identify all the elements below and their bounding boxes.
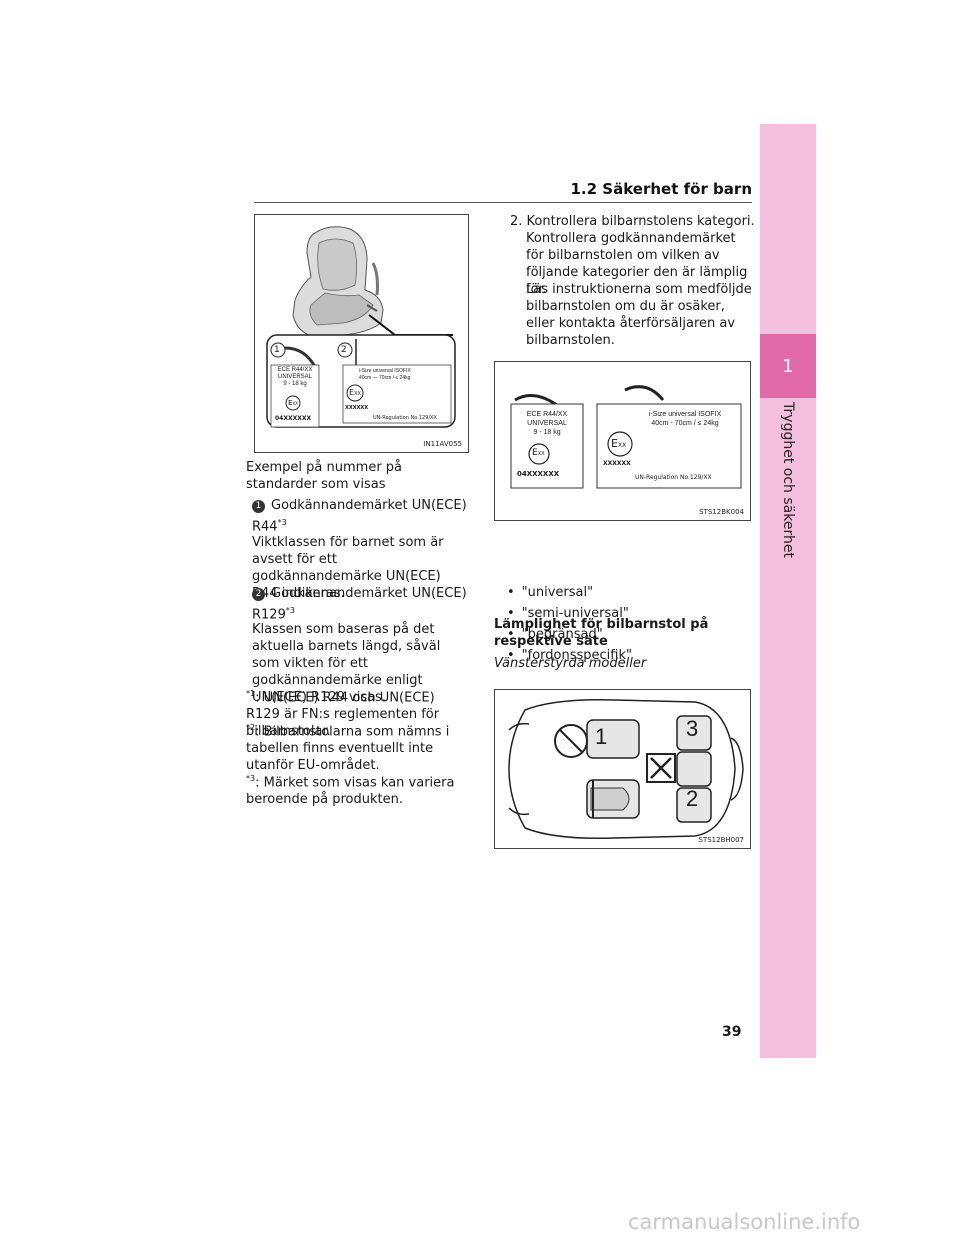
fig2-right-regulation: UN-Regulation No.129/XX	[635, 474, 712, 481]
label2-number: 2	[341, 345, 347, 355]
figure1-code: IN11AV055	[423, 440, 462, 448]
label1-line2: UNIVERSAL	[277, 374, 312, 380]
category-item: "begränsad"	[507, 624, 632, 645]
label1-text: ECE R44/XX UNIVERSAL 9 - 18 kg	[269, 367, 321, 388]
figure2-code: STS12BK004	[699, 508, 744, 516]
section-title: 1.2 Säkerhet för barn	[570, 180, 753, 198]
footnote-1: *1: UN(ECE) R44 och UN(ECE) R129 är FN:s…	[246, 689, 440, 740]
step-2-heading: 2. Kontrollera bilbarnstolens kategori.	[510, 214, 755, 229]
category-list: "universal" "semi-universal" "begränsad"…	[507, 582, 632, 666]
footnote-3: *3: Märket som visas kan variera beroend…	[246, 774, 455, 808]
fig2-left-line1: ECE R44/XX	[526, 411, 568, 418]
label2-serial: XXXXXX	[345, 405, 369, 411]
item2-description: Klassen som baseras på det aktuella barn…	[252, 622, 441, 705]
label2-mark: EXX	[349, 388, 361, 397]
item2-number-badge: 2	[252, 588, 265, 601]
label2-line2: 40cm ― 70cm / ≤ 24kg	[359, 375, 411, 381]
chapter-label-container: Trygghet och säkerhet	[760, 402, 816, 558]
fig2-left-serial: 04XXXXXX	[517, 470, 560, 478]
label1-line3: 9 - 18 kg	[283, 381, 307, 387]
category-item: "universal"	[507, 582, 632, 603]
seat-3-label: 3	[686, 716, 699, 741]
item1-description: Viktklassen för barnet som är avsett för…	[252, 535, 444, 601]
header-rule-left	[254, 202, 512, 203]
fig2-left-label-text: ECE R44/XX UNIVERSAL 9 - 18 kg	[515, 410, 579, 437]
chapter-side-tab	[760, 124, 816, 1058]
chapter-label: Trygghet och säkerhet	[780, 402, 796, 558]
fig2-right-line1: i-Size universal ISOFIX	[648, 411, 722, 418]
figure-seat-labels: 1 2 ECE R44/XX UNIVERSAL 9 - 18 kg EXX 0…	[254, 214, 469, 453]
label2-text: i-Size universal ISOFIX 40cm ― 70cm / ≤ …	[359, 368, 451, 382]
chapter-number: 1	[760, 334, 816, 398]
fig2-right-serial: XXXXXX	[603, 460, 631, 467]
step-2-paragraph-1: Kontrollera godkännandemärket för bilbar…	[526, 231, 748, 297]
item1-number-badge: 1	[252, 500, 265, 513]
footnote-2: *2: Bilbarnstolarna som nämns i tabellen…	[246, 723, 450, 774]
fig2-right-mark: EXX	[611, 437, 627, 450]
step-2-paragraph-2: Läs instruktionerna som medföljde bilbar…	[526, 282, 752, 348]
approval-labels-illustration	[510, 385, 742, 489]
label2-line1: i-Size universal ISOFIX	[359, 368, 411, 374]
label1-serial: 04XXXXXX	[275, 415, 312, 422]
category-item: "semi-universal"	[507, 603, 632, 624]
figure-seat-positions: 1 2 3 STS12BH007	[494, 689, 751, 849]
figure-approval-labels: ECE R44/XX UNIVERSAL 9 - 18 kg EXX 04XXX…	[494, 361, 751, 521]
fig2-left-line3: 9 - 18 kg	[533, 429, 561, 436]
label1-number: 1	[274, 345, 280, 355]
lhd-models-subheading: Vänsterstyrda modeller	[494, 656, 647, 671]
fig2-right-line2: 40cm - 70cm / ≤ 24kg	[651, 420, 719, 427]
fig2-left-mark: EXX	[532, 448, 545, 458]
category-item: "fordonsspecifik"	[507, 645, 632, 666]
fig2-left-line2: UNIVERSAL	[527, 420, 567, 427]
label2-regulation: UN-Regulation No.129/XX	[373, 415, 437, 421]
child-seat-illustration	[266, 226, 456, 428]
car-top-view-illustration	[508, 698, 744, 840]
suitability-heading: Lämplighet för bilbarnstol på respektive…	[494, 617, 709, 649]
watermark: carmanualsonline.info	[628, 1210, 861, 1234]
fig2-right-label-text: i-Size universal ISOFIX 40cm - 70cm / ≤ …	[631, 410, 739, 428]
seat-1-label: 1	[595, 724, 608, 749]
seat-2-label: 2	[686, 786, 699, 811]
header-rule-right	[494, 202, 752, 203]
intro-text: Exempel på nummer på standarder som visa…	[246, 460, 403, 492]
figure3-code: STS12BH007	[698, 836, 745, 844]
page-number: 39	[722, 1024, 742, 1040]
label1-mark: EXX	[288, 399, 298, 407]
label1-line1: ECE R44/XX	[277, 367, 313, 373]
